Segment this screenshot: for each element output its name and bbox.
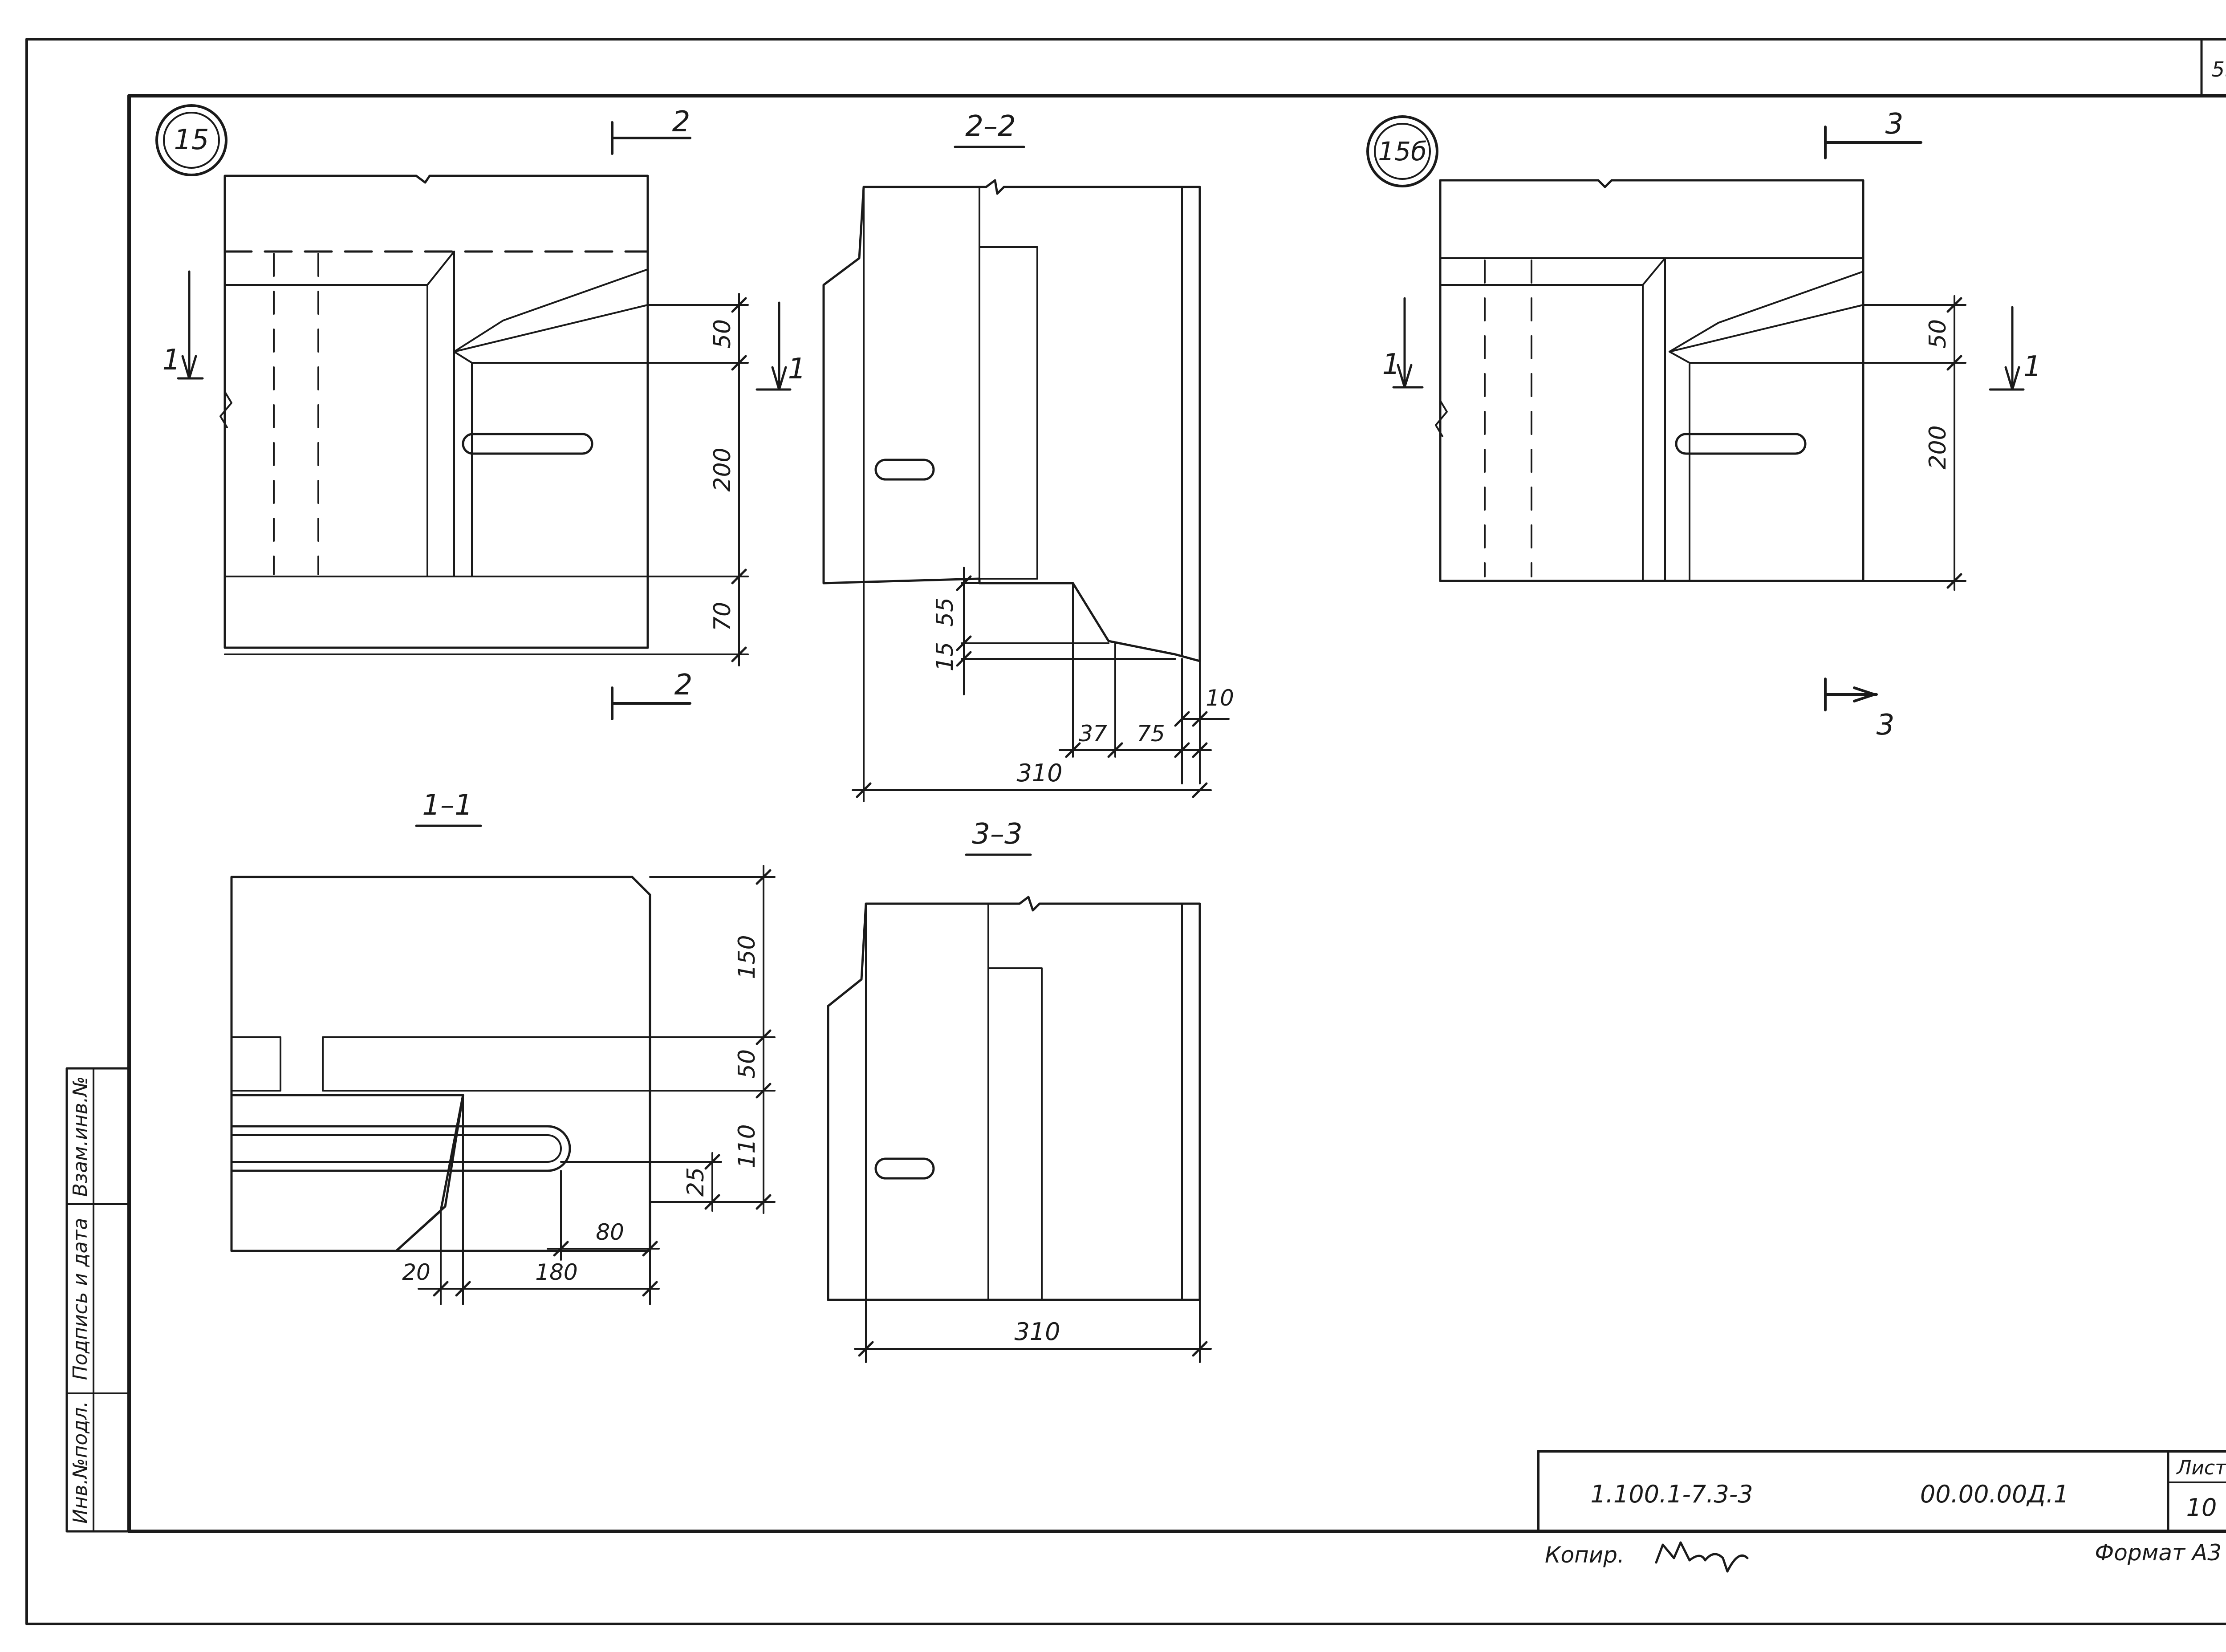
detail-15: 15 2 2 1 1 50 200 70 bbox=[155, 104, 806, 720]
sheet-frame: 59 bbox=[25, 38, 2226, 1625]
dim-25: 25 bbox=[682, 1167, 709, 1197]
detail-15b: 15б 3 3 1 1 50 200 bbox=[1366, 108, 2042, 742]
section-mark-1-right-b: 1 bbox=[2023, 350, 2042, 383]
section-2-2-title: 2–2 bbox=[965, 110, 1016, 143]
dim-110: 110 bbox=[734, 1124, 760, 1168]
format-label: Формат А3 bbox=[2095, 1540, 2222, 1566]
document-code: 1.100.1-7.3-3 bbox=[1590, 1480, 1753, 1508]
section-2-2: 2–2 55 15 37 75 10 310 bbox=[822, 110, 1234, 802]
drawing-code: 00.00.00Д.1 bbox=[1920, 1480, 2069, 1508]
dim-80: 80 bbox=[596, 1219, 624, 1245]
dim-37: 37 bbox=[1079, 721, 1107, 747]
dim-70: 70 bbox=[709, 602, 736, 631]
dim-310-b: 310 bbox=[1014, 1318, 1060, 1346]
dim-50: 50 bbox=[709, 319, 736, 349]
cut-mark-3-top: 3 bbox=[1885, 108, 1904, 141]
dim-200: 200 bbox=[709, 447, 736, 491]
dim-20: 20 bbox=[402, 1259, 431, 1285]
section-mark-1-left: 1 bbox=[162, 344, 181, 377]
section-mark-1-right: 1 bbox=[788, 353, 806, 386]
dim-310: 310 bbox=[1016, 759, 1062, 787]
footer: Копир. Формат А3 bbox=[1545, 1540, 2222, 1573]
cut-mark-3-bottom: 3 bbox=[1877, 709, 1895, 742]
title-block: 1.100.1-7.3-3 00.00.00Д.1 Лист 10 bbox=[1537, 1450, 2226, 1533]
cut-mark-2-top: 2 bbox=[672, 106, 691, 138]
section-3-3-title: 3–3 bbox=[972, 818, 1022, 851]
stamp-replace-inv: Взам.инв.№ bbox=[69, 1076, 92, 1197]
dim-55: 55 bbox=[932, 597, 959, 627]
side-stamp: Инв.№подл. Подпись и дата Взам.инв.№ bbox=[65, 1067, 130, 1533]
dim-180: 180 bbox=[535, 1259, 577, 1285]
dim-200-b: 200 bbox=[1925, 425, 1951, 469]
sheet-number: 10 bbox=[2186, 1494, 2217, 1522]
stamp-signature-date: Подпись и дата bbox=[69, 1218, 92, 1380]
page-number: 59 bbox=[2212, 57, 2226, 81]
dim-50-s: 50 bbox=[734, 1049, 760, 1079]
dim-15: 15 bbox=[932, 642, 959, 671]
section-1-1: 1–1 150 50 110 25 80 20 180 bbox=[230, 789, 776, 1305]
cut-mark-2-bottom: 2 bbox=[674, 669, 693, 702]
dim-10: 10 bbox=[1206, 685, 1234, 711]
detail-15-label: 15 bbox=[174, 123, 209, 156]
section-3-3: 3–3 310 bbox=[827, 818, 1212, 1363]
dim-50-b: 50 bbox=[1925, 319, 1951, 349]
copied-label: Копир. bbox=[1545, 1542, 1625, 1568]
dim-150: 150 bbox=[734, 935, 760, 979]
sheet-label: Лист bbox=[2176, 1457, 2226, 1479]
stamp-inv-no: Инв.№подл. bbox=[69, 1401, 92, 1524]
section-1-1-title: 1–1 bbox=[422, 789, 472, 822]
section-mark-1-left-b: 1 bbox=[1382, 348, 1401, 381]
detail-15b-label: 15б bbox=[1378, 136, 1427, 166]
copier-signature bbox=[1655, 1541, 1749, 1573]
dim-75: 75 bbox=[1137, 721, 1165, 747]
